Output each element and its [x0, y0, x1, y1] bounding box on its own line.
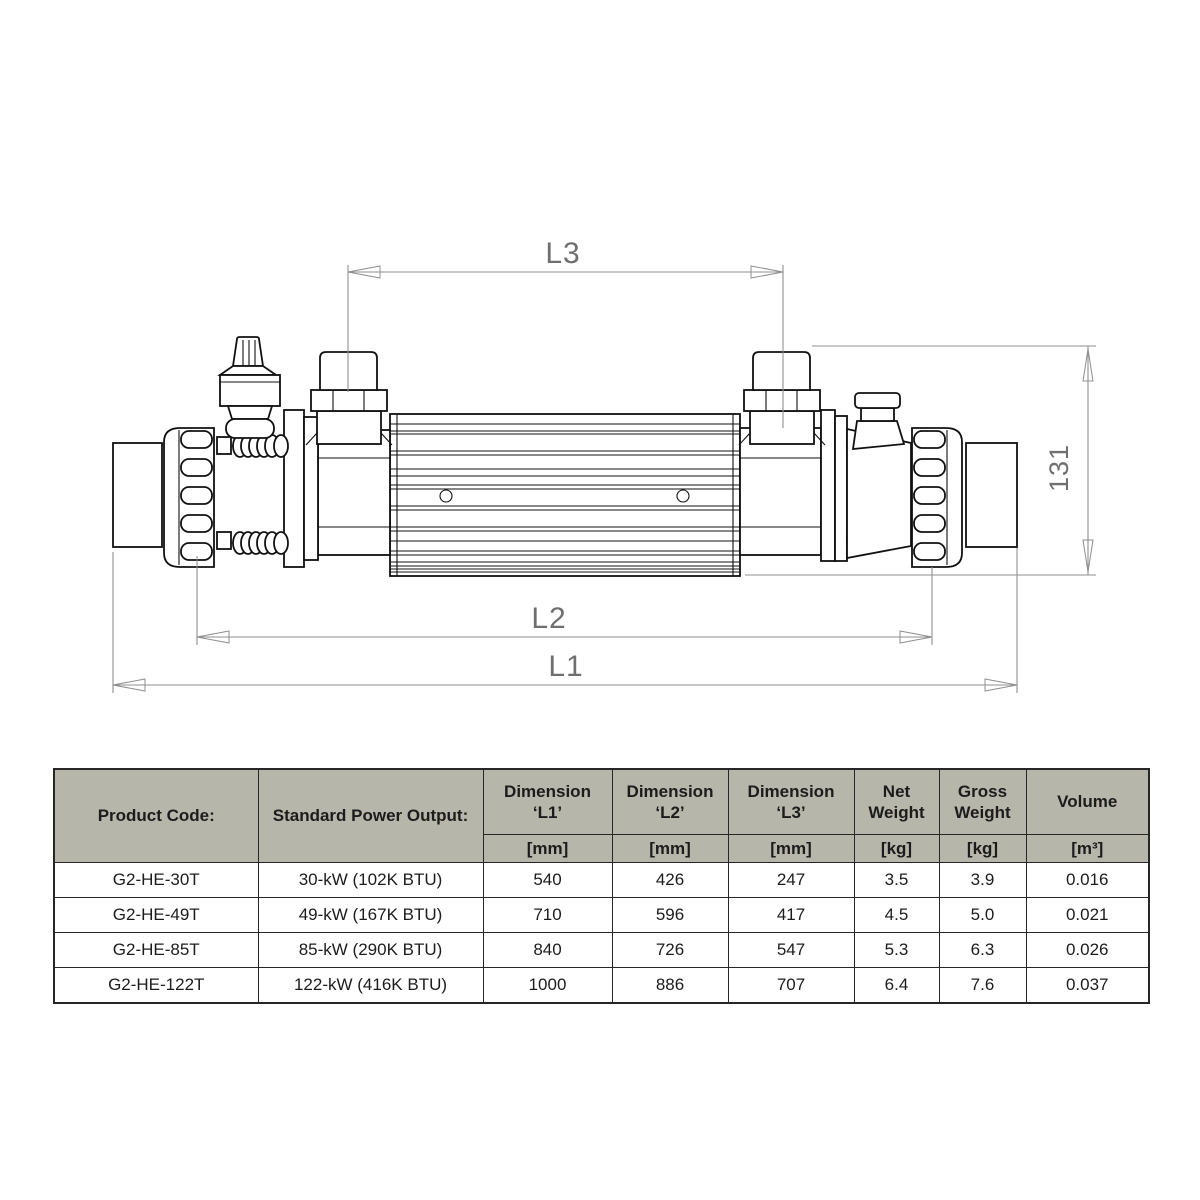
cell-product-code: G2-HE-30T [53, 862, 259, 898]
table-row: G2-HE-49T 49-kW (167K BTU) 710 596 417 4… [53, 897, 1150, 933]
dimension-l2: L2 [196, 556, 933, 645]
barrel-hole-right [676, 489, 690, 503]
unit-dim-l1: [mm] [482, 834, 613, 863]
thermostat-fitting [217, 336, 281, 439]
heat-exchanger-technical-drawing: L3 131 L2 [112, 237, 1096, 693]
cell-dim-l1: 540 [482, 862, 613, 898]
spring-assembly-bottom [216, 531, 289, 555]
arrow-down-icon [1082, 539, 1094, 573]
heat-exchanger-body [112, 336, 1018, 577]
cell-gross-weight: 3.9 [938, 862, 1027, 898]
header-row-units: [mm] [mm] [mm] [kg] [kg] [m³] [54, 834, 1150, 863]
table-row: G2-HE-30T 30-kW (102K BTU) 540 426 247 3… [53, 862, 1150, 898]
cell-product-code: G2-HE-49T [53, 897, 259, 933]
arrow-left-icon [347, 265, 381, 279]
unit-dim-l2: [mm] [611, 834, 729, 863]
cell-dim-l2: 596 [611, 897, 729, 933]
unit-gross-weight: [kg] [938, 834, 1027, 863]
arrow-right-icon [984, 678, 1018, 692]
header-row-labels: Product Code: Standard Power Output: Dim… [53, 768, 1150, 863]
cell-gross-weight: 7.6 [938, 967, 1027, 1003]
cell-net-weight: 4.5 [853, 897, 940, 933]
cell-volume: 0.026 [1025, 932, 1150, 968]
cell-product-code: G2-HE-85T [53, 932, 259, 968]
table-row: G2-HE-85T 85-kW (290K BTU) 840 726 547 5… [53, 932, 1150, 968]
cell-dim-l1: 840 [482, 932, 613, 968]
cell-power-output: 49-kW (167K BTU) [257, 897, 484, 933]
left-flow-port [305, 351, 393, 446]
col-header-dim-l3: Dimension ‘L3’ [727, 768, 855, 835]
right-union-nut [911, 427, 963, 568]
cell-net-weight: 3.5 [853, 862, 940, 898]
sensor-boss [851, 392, 906, 451]
cell-power-output: 122-kW (416K BTU) [257, 967, 484, 1003]
dimension-l3: L3 [347, 237, 784, 428]
cell-dim-l1: 1000 [482, 967, 613, 1003]
left-pipe-stub [112, 442, 163, 548]
cell-net-weight: 5.3 [853, 932, 940, 968]
col-header-gross-weight: Gross Weight [938, 768, 1027, 835]
right-header [739, 427, 822, 556]
arrow-left-icon [196, 630, 230, 644]
cell-dim-l3: 417 [727, 897, 855, 933]
arrow-right-icon [750, 265, 784, 279]
unit-dim-l3: [mm] [727, 834, 855, 863]
cell-volume: 0.021 [1025, 897, 1150, 933]
col-header-power-output: Standard Power Output: [257, 768, 484, 863]
cell-volume: 0.016 [1025, 862, 1150, 898]
cell-dim-l2: 426 [611, 862, 729, 898]
col-header-net-weight: Net Weight [853, 768, 940, 835]
arrow-left-icon [112, 678, 146, 692]
cell-power-output: 85-kW (290K BTU) [257, 932, 484, 968]
dimension-l2-label: L2 [531, 602, 566, 635]
left-header [317, 429, 391, 556]
right-flow-port [738, 351, 826, 446]
cell-dim-l3: 547 [727, 932, 855, 968]
spring-assembly-top [216, 434, 289, 458]
right-pipe-stub [965, 442, 1018, 548]
arrow-up-icon [1082, 348, 1094, 382]
dimension-l1-label: L1 [548, 650, 583, 683]
dimension-annotations: L3 131 L2 [112, 237, 1096, 693]
spec-table: Product Code: Standard Power Output: Dim… [53, 768, 1150, 1004]
arrow-right-icon [899, 630, 933, 644]
dimension-height-label: 131 [1044, 444, 1074, 492]
cell-product-code: G2-HE-122T [53, 967, 259, 1003]
dimension-l1: L1 [112, 548, 1018, 693]
col-header-volume: Volume [1025, 768, 1150, 835]
dimension-height-131: 131 [745, 345, 1096, 576]
cell-volume: 0.037 [1025, 967, 1150, 1003]
col-header-product-code: Product Code: [53, 768, 259, 863]
table-row: G2-HE-122T 122-kW (416K BTU) 1000 886 70… [53, 967, 1150, 1003]
cell-dim-l3: 247 [727, 862, 855, 898]
spec-table-body: G2-HE-30T 30-kW (102K BTU) 540 426 247 3… [53, 862, 1150, 1003]
dimension-l3-label: L3 [545, 237, 580, 270]
barrel-hole-left [439, 489, 453, 503]
col-header-dim-l1: Dimension ‘L1’ [482, 768, 613, 835]
spec-table-header: Product Code: Standard Power Output: Dim… [53, 768, 1150, 863]
cell-dim-l2: 726 [611, 932, 729, 968]
unit-net-weight: [kg] [853, 834, 940, 863]
cell-dim-l1: 710 [482, 897, 613, 933]
left-union-nut [163, 427, 215, 568]
col-header-dim-l2: Dimension ‘L2’ [611, 768, 729, 835]
unit-volume: [m³] [1025, 834, 1150, 863]
cell-dim-l2: 886 [611, 967, 729, 1003]
left-flange [283, 409, 319, 568]
cell-power-output: 30-kW (102K BTU) [257, 862, 484, 898]
cell-gross-weight: 6.3 [938, 932, 1027, 968]
cell-dim-l3: 707 [727, 967, 855, 1003]
cell-net-weight: 6.4 [853, 967, 940, 1003]
ribbed-barrel [389, 413, 741, 577]
cell-gross-weight: 5.0 [938, 897, 1027, 933]
